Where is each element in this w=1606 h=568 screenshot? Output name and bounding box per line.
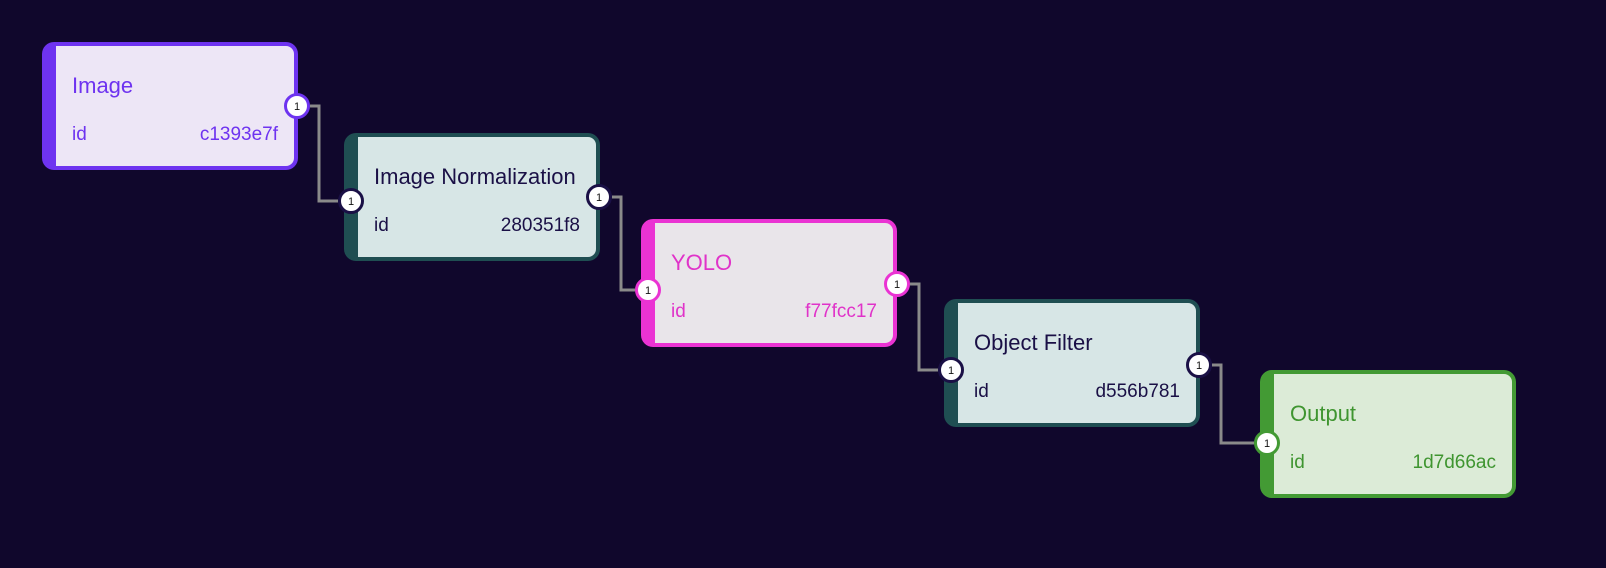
port-number: 1 — [893, 279, 901, 291]
port-number: 1 — [1263, 438, 1271, 450]
node-id-label: id — [374, 215, 389, 236]
node-title: Object Filter — [974, 330, 1093, 355]
input-port-image-normalization[interactable]: 1 — [338, 188, 364, 214]
output-port-image-normalization[interactable]: 1 — [586, 184, 612, 210]
node-title: YOLO — [671, 250, 733, 275]
node-id-label: id — [671, 301, 686, 322]
port-number: 1 — [644, 285, 652, 297]
input-port-output[interactable]: 1 — [1254, 430, 1280, 456]
node-id-value: f77fcc17 — [805, 301, 877, 322]
output-port-yolo[interactable]: 1 — [884, 271, 910, 297]
port-number: 1 — [947, 365, 955, 377]
node-title: Output — [1290, 401, 1357, 426]
node-image-normalization[interactable]: Image Normalization id 280351f8 — [344, 133, 600, 261]
output-port-image[interactable]: 1 — [284, 93, 310, 119]
port-number: 1 — [595, 192, 603, 204]
port-number: 1 — [293, 101, 301, 113]
node-output[interactable]: Output id 1d7d66ac — [1260, 370, 1516, 498]
edge-object-filter-to-output — [1212, 363, 1254, 445]
node-title: Image Normalization — [374, 164, 576, 189]
node-id-label: id — [72, 124, 87, 145]
node-id-value: c1393e7f — [199, 124, 278, 145]
node-object-filter[interactable]: Object Filter id d556b781 — [944, 299, 1200, 427]
node-yolo[interactable]: YOLO id f77fcc17 — [641, 219, 897, 347]
port-number: 1 — [347, 196, 355, 208]
node-id-label: id — [974, 381, 989, 402]
node-id-value: d556b781 — [1095, 381, 1180, 402]
node-id-label: id — [1290, 452, 1305, 473]
port-number: 1 — [1195, 360, 1203, 372]
input-port-object-filter[interactable]: 1 — [938, 357, 964, 383]
node-id-value: 1d7d66ac — [1412, 452, 1496, 473]
edge-image-normalization-to-yolo — [612, 195, 635, 292]
output-port-object-filter[interactable]: 1 — [1186, 352, 1212, 378]
node-image[interactable]: Image id c1393e7f — [42, 42, 298, 170]
edge-yolo-to-object-filter — [910, 282, 938, 372]
node-title: Image — [72, 73, 134, 98]
input-port-yolo[interactable]: 1 — [635, 277, 661, 303]
node-id-value: 280351f8 — [500, 215, 580, 236]
edge-image-to-image-normalization — [310, 104, 338, 203]
